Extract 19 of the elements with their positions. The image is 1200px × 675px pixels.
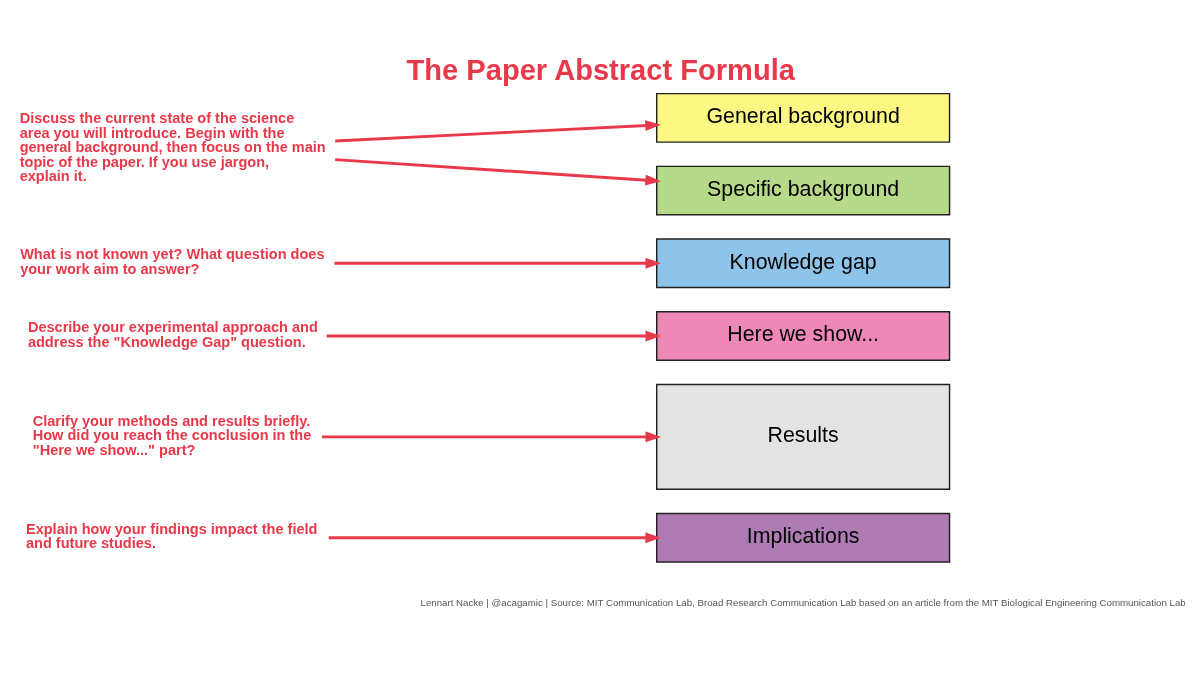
arrow <box>334 257 662 269</box>
arrow <box>321 431 662 443</box>
node-box: Implications <box>656 512 951 563</box>
node-text: Discuss the current state of the science area you will introduce. Begin with the general background, then focus on the main topic of the paper. If you use jargon, explain it. <box>19 110 326 185</box>
node-text: Explain how your findings impact the field and future studies. <box>25 520 318 552</box>
node-box: Results <box>656 383 951 490</box>
node-box: Specific background <box>656 165 951 216</box>
node-box: General background <box>656 92 951 143</box>
arrow <box>328 532 661 544</box>
arrow <box>335 158 661 186</box>
node-text: Describe your experimental approach and address the "Knowledge Gap" question. <box>27 319 318 350</box>
arrow <box>335 120 661 143</box>
node-box: Knowledge gap <box>656 238 951 289</box>
diagram-title: The Paper Abstract Formula <box>406 54 795 87</box>
caption: Lennart Nacke | @acagamic | Source: MIT Communication Lab, Broad Research Communication Lab based on an article from the MIT Biological Engineering Communication Lab <box>420 597 1186 609</box>
node-text: What is not known yet? What question does your work aim to answer? <box>20 246 325 277</box>
arrow <box>326 330 662 342</box>
node-box: Here we show... <box>656 311 951 361</box>
node-text: Clarify your methods and results briefly. How did you reach the conclusion in the "Here we show..." part? <box>32 412 312 458</box>
